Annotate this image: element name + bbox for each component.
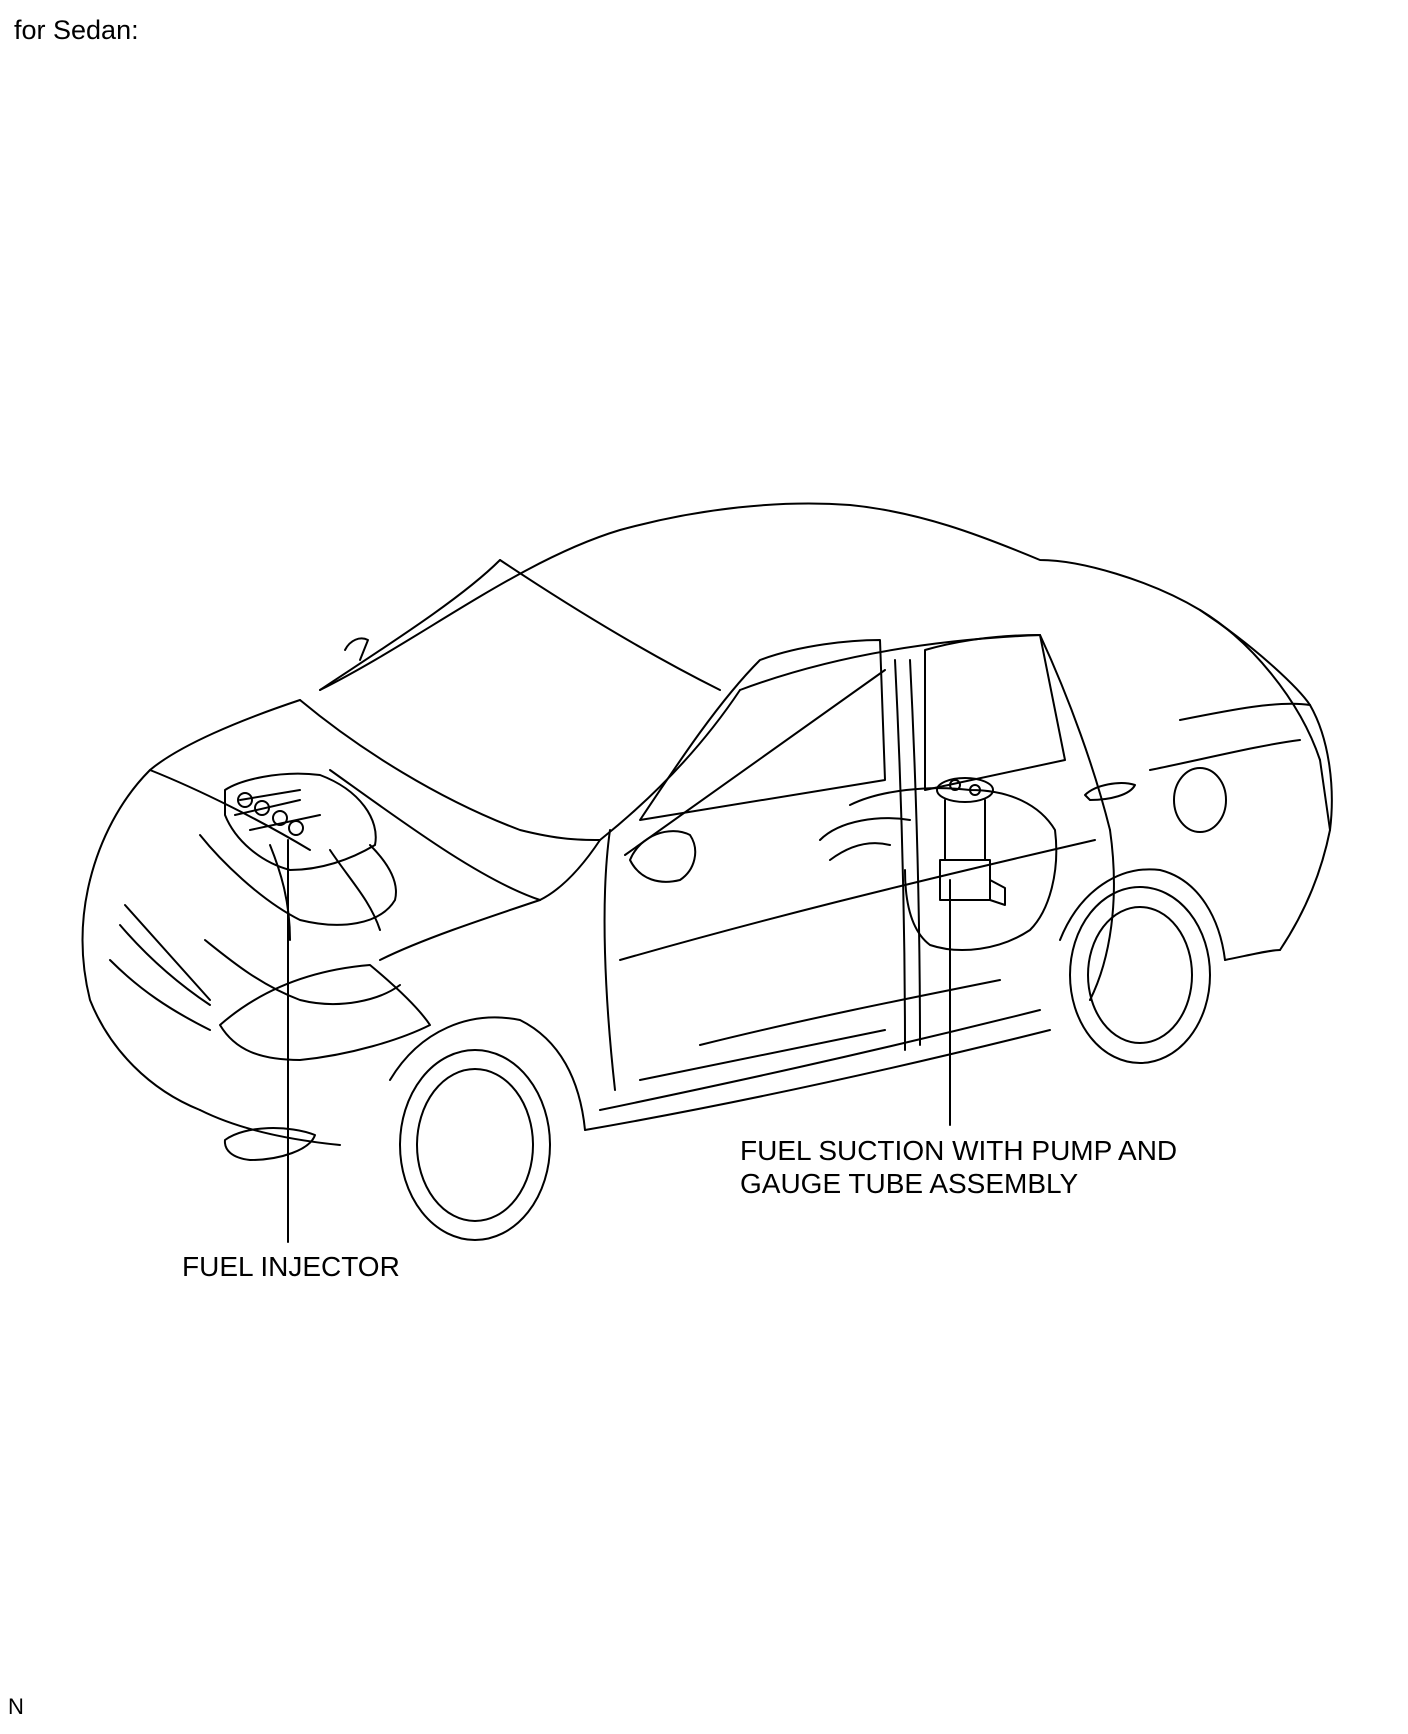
car-body-outline: [81, 502, 1333, 1241]
fuel-pump-label-line-1: FUEL SUCTION WITH PUMP AND: [740, 1135, 1178, 1166]
figure-code: N: [8, 1694, 24, 1719]
engine-block: [199, 772, 401, 1006]
fuel-pump-label: FUEL SUCTION WITH PUMP AND GAUGE TUBE AS…: [740, 1134, 1177, 1200]
fuel-injector-label: FUEL INJECTOR: [182, 1251, 400, 1282]
fuel-tank: [819, 777, 1058, 951]
fuel-pump-label-line-2: GAUGE TUBE ASSEMBLY: [740, 1168, 1079, 1199]
vehicle-type-label: for Sedan:: [14, 15, 139, 45]
